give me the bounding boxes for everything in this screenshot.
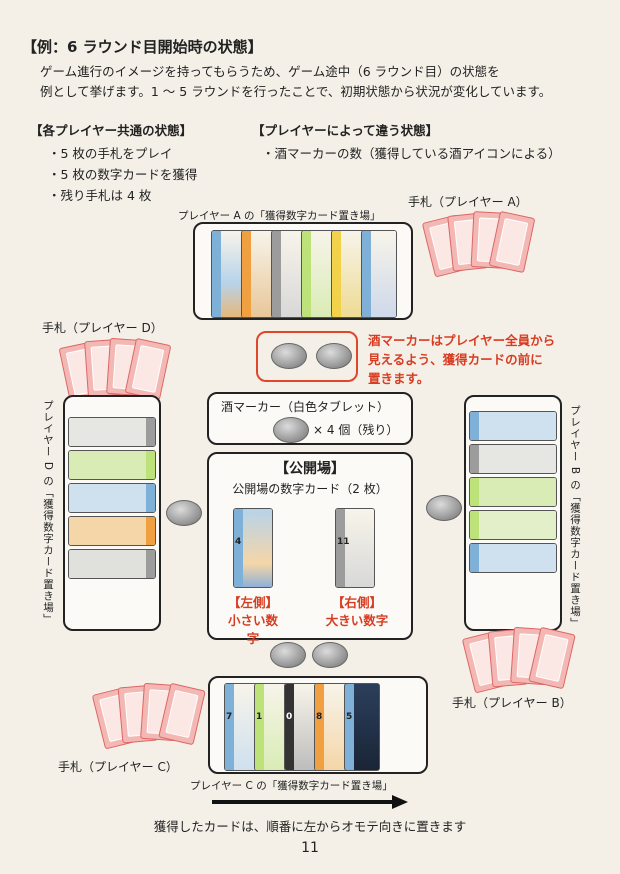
- player-a-hand-label: 手札（プレイヤー A）: [408, 195, 528, 209]
- card-number: 1: [256, 712, 263, 722]
- common-state-item: ・5 枚の手札をプレイ: [48, 146, 173, 161]
- intro-line-1: ゲーム進行のイメージを持ってもらうため、ゲーム途中（6 ラウンド目）の状態を: [40, 64, 500, 79]
- intro-line-2: 例として挙げます。1 〜 5 ラウンドを行ったことで、初期状態から状況が変化して…: [40, 84, 552, 99]
- sake-pool-label: 酒マーカー（白色タブレット）: [221, 400, 390, 414]
- number-card: [68, 417, 156, 447]
- player-b-area-label: プレイヤー B の「獲得数字カード置き場」: [569, 405, 581, 629]
- order-arrow-icon: [212, 795, 408, 809]
- player-a-area-label: プレイヤー A の「獲得数字カード置き場」: [178, 210, 381, 222]
- left-side-label: 【左側】 小さい数字: [223, 594, 283, 648]
- public-card-right: 11: [335, 508, 375, 588]
- player-c-area: 7 1 0 8 5: [208, 676, 428, 774]
- left-side-desc: 小さい数字: [227, 613, 278, 646]
- common-state-item: ・5 枚の数字カードを獲得: [48, 167, 198, 182]
- common-state-item: ・残り手札は 4 枚: [48, 188, 152, 203]
- differ-state-item: ・酒マーカーの数（獲得している酒アイコンによる）: [262, 146, 561, 161]
- card-number: 7: [226, 712, 233, 722]
- sake-marker: [426, 495, 462, 521]
- common-state-heading: 【各プレイヤー共通の状態】: [30, 123, 193, 138]
- right-side-desc: 大きい数字: [325, 613, 389, 628]
- sake-marker: [273, 417, 309, 443]
- player-a-area: [193, 222, 413, 320]
- page-number: 11: [301, 840, 319, 856]
- number-card: [469, 411, 557, 441]
- sake-marker-callout: 酒マーカーはプレイヤー全員から 見えるよう、獲得カードの前に 置きます。: [368, 331, 555, 388]
- public-card-left: 4: [233, 508, 273, 588]
- left-side-tag: 【左側】: [227, 595, 278, 610]
- number-card: [469, 543, 557, 573]
- card-number: 5: [346, 712, 353, 722]
- number-card: [68, 516, 156, 546]
- card-number: 4: [235, 537, 242, 547]
- sake-marker: [270, 642, 306, 668]
- public-area: 【公開場】 公開場の数字カード（2 枚） 4 11 【左側】 小さい数字 【右側…: [207, 452, 413, 646]
- differ-state-heading: 【プレイヤーによって違う状態】: [252, 123, 439, 138]
- footer-note: 獲得したカードは、順番に左からオモテ向きに置きます: [153, 819, 467, 834]
- sake-pool-count: × 4 個（残り）: [313, 423, 399, 437]
- number-card: [469, 444, 557, 474]
- player-d-area-label: プレイヤー D の「獲得数字カード置き場」: [42, 400, 54, 625]
- callout-line: 酒マーカーはプレイヤー全員から: [368, 333, 556, 348]
- intro-text: ゲーム進行のイメージを持ってもらうため、ゲーム途中（6 ラウンド目）の状態を 例…: [40, 62, 551, 102]
- player-c-hand-label: 手札（プレイヤー C）: [58, 760, 178, 774]
- public-area-subtitle: 公開場の数字カード（2 枚）: [232, 482, 388, 496]
- sake-marker: [271, 343, 307, 369]
- sake-marker-pool: 酒マーカー（白色タブレット） × 4 個（残り）: [207, 392, 413, 445]
- card-number: 0: [286, 712, 293, 722]
- callout-line: 見えるよう、獲得カードの前に: [368, 352, 543, 367]
- sake-marker: [166, 500, 202, 526]
- number-card: 5: [344, 683, 380, 771]
- card-number: 11: [337, 537, 350, 547]
- number-card: [469, 477, 557, 507]
- player-b-hand-label: 手札（プレイヤー B）: [452, 696, 572, 710]
- page-title: 【例：6 ラウンド目開始時の状態】: [22, 38, 263, 56]
- sake-marker-highlight: [256, 331, 358, 382]
- player-d-hand-label: 手札（プレイヤー D）: [42, 321, 163, 335]
- differ-state-list: 【プレイヤーによって違う状態】 ・酒マーカーの数（獲得している酒アイコンによる）: [252, 120, 561, 162]
- card-number: 8: [316, 712, 323, 722]
- player-d-area: [63, 395, 161, 631]
- callout-line: 置きます。: [368, 371, 430, 386]
- sake-marker: [312, 642, 348, 668]
- player-b-area: [464, 395, 562, 631]
- number-card: [469, 510, 557, 540]
- number-card: [68, 549, 156, 579]
- player-c-area-label: プレイヤー C の「獲得数字カード置き場」: [190, 780, 393, 792]
- number-card: [68, 483, 156, 513]
- right-side-label: 【右側】 大きい数字: [325, 594, 389, 630]
- number-card: [361, 230, 397, 318]
- number-card: [68, 450, 156, 480]
- right-side-tag: 【右側】: [331, 595, 382, 610]
- public-area-title: 【公開場】: [275, 461, 345, 477]
- sake-marker: [316, 343, 352, 369]
- common-state-list: 【各プレイヤー共通の状態】 ・5 枚の手札をプレイ ・5 枚の数字カードを獲得 …: [30, 120, 197, 206]
